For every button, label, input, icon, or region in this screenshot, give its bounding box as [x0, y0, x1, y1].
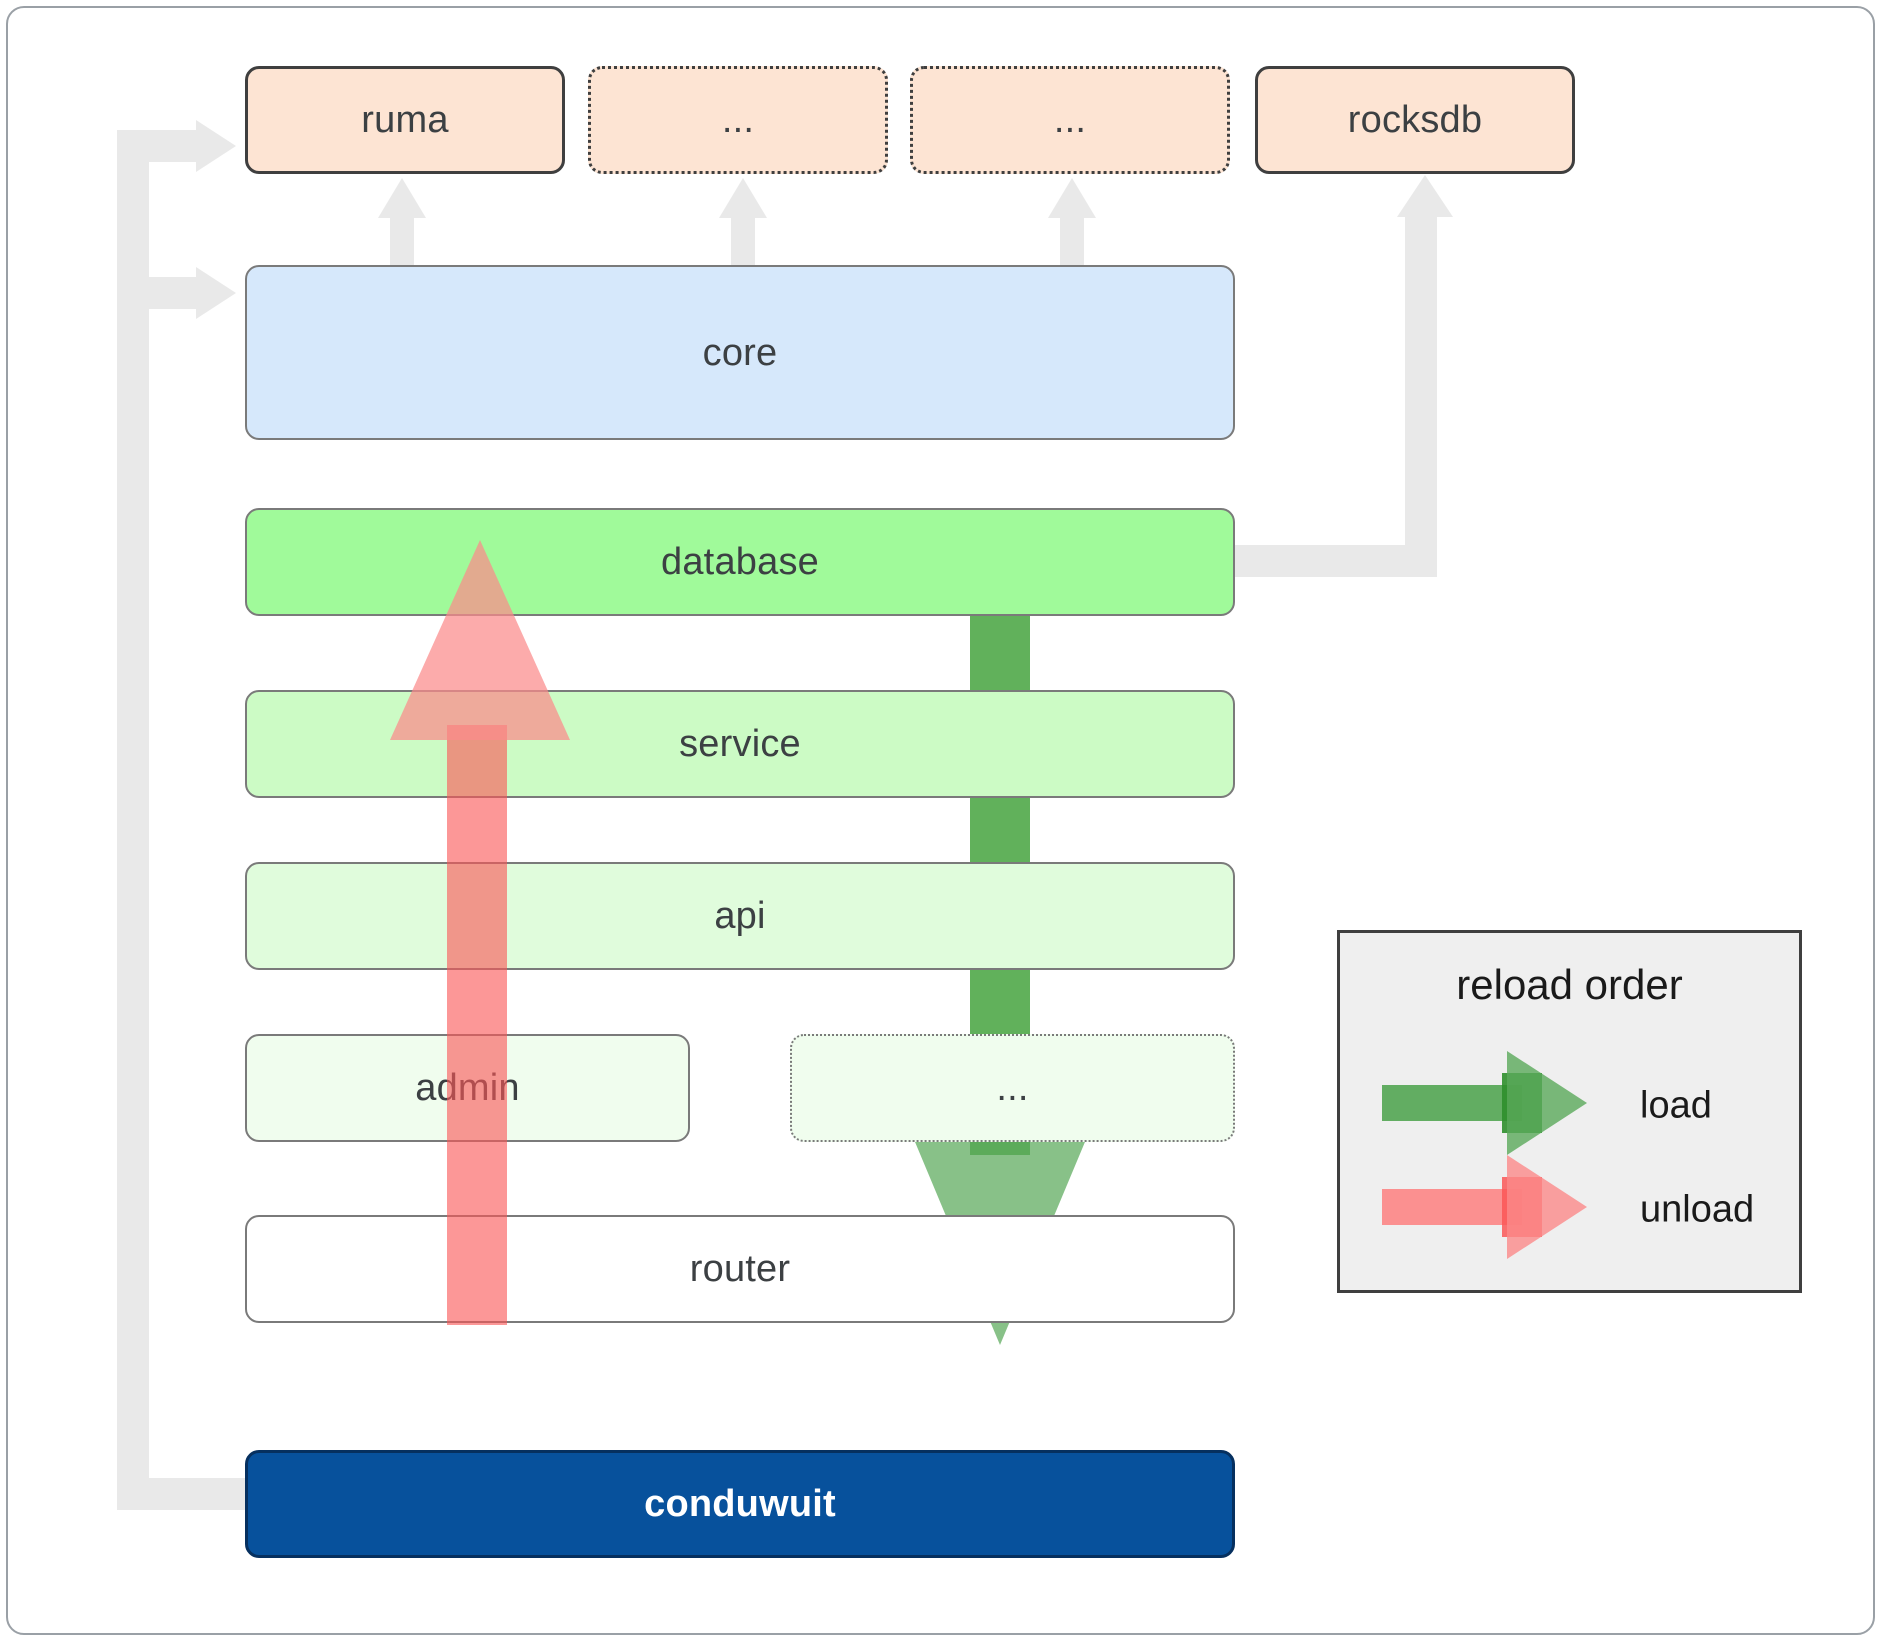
connector-to-ruma-h [117, 130, 202, 162]
unload-arrow-icon [1382, 1155, 1587, 1259]
connector-core-to-dep2-arrowhead [1048, 178, 1096, 218]
connector-to-core-h [117, 277, 202, 309]
connector-database-to-rocksdb-arrowhead [1397, 175, 1453, 217]
legend-row-unload: unload [1340, 1155, 1799, 1259]
layer-label-placeholder: ... [996, 1067, 1029, 1109]
unload-arrow-large [390, 540, 570, 1325]
layer-label-router: router [689, 1248, 791, 1290]
legend-title: reload order [1456, 961, 1683, 1008]
connector-core-to-ruma-arrowhead [378, 178, 426, 218]
connector-to-ruma-arrowhead [196, 120, 236, 172]
connector-database-to-rocksdb-v [1405, 213, 1437, 577]
layer-box-api[interactable]: api [245, 862, 1235, 970]
load-arrow-icon [1382, 1051, 1587, 1155]
legend-label-unload: unload [1640, 1188, 1755, 1231]
layer-label-database: database [661, 541, 819, 583]
connector-left-bottom-stub [117, 1478, 247, 1510]
connector-core-to-dep1-v [731, 213, 755, 268]
dependency-box-placeholder-2[interactable]: ... [910, 66, 1230, 174]
application-label-conduwuit: conduwuit [644, 1483, 836, 1525]
layer-box-placeholder[interactable]: ... [790, 1034, 1235, 1142]
layer-label-core: core [702, 331, 778, 374]
connector-core-to-dep1-arrowhead [719, 178, 767, 218]
dependency-box-placeholder-1[interactable]: ... [588, 66, 888, 174]
dependency-label-placeholder-2: ... [1053, 99, 1087, 141]
dependency-box-ruma[interactable]: ruma [245, 66, 565, 174]
dependency-label-rocksdb: rocksdb [1347, 99, 1483, 141]
dependency-label-ruma: ruma [361, 99, 449, 141]
layer-label-service: service [679, 723, 801, 765]
layer-box-core[interactable]: core [245, 265, 1235, 440]
legend-row-load: load [1340, 1051, 1799, 1155]
connector-left-trunk [117, 130, 149, 1510]
layer-label-api: api [714, 895, 766, 937]
dependency-box-rocksdb[interactable]: rocksdb [1255, 66, 1575, 174]
legend-reload-order: reload order load unload [1337, 930, 1802, 1293]
dependency-label-placeholder-1: ... [721, 99, 755, 141]
connector-to-core-arrowhead [196, 267, 236, 319]
application-box-conduwuit[interactable]: conduwuit [245, 1450, 1235, 1558]
layer-box-router[interactable]: router [245, 1215, 1235, 1323]
connector-database-to-rocksdb-h [1235, 545, 1425, 577]
connector-core-to-dep2-v [1060, 213, 1084, 268]
legend-label-load: load [1640, 1084, 1712, 1127]
connector-core-to-ruma-v [390, 213, 414, 268]
